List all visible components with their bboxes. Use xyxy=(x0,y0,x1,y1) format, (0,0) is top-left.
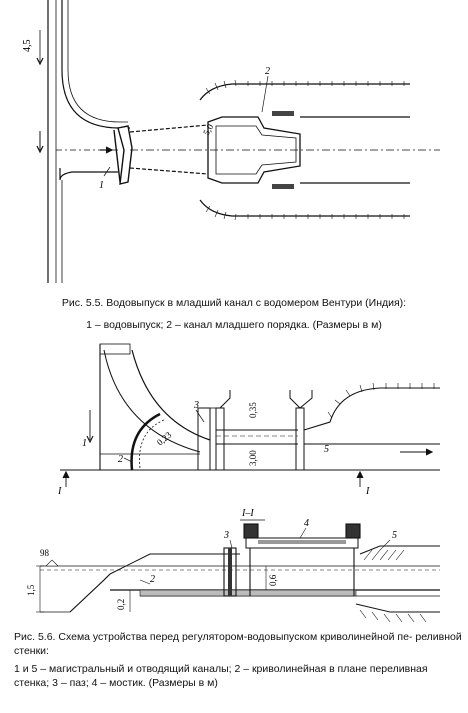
plan-outlet-canal xyxy=(303,387,440,431)
section-mark-right: I xyxy=(365,486,370,495)
fig56-caption-legend: 1 и 5 – магистральный и отводящий каналы… xyxy=(14,663,428,689)
section-title: I–I xyxy=(241,508,254,519)
intake-curve-outer xyxy=(61,0,130,129)
plan-curved-overflow-wall xyxy=(130,412,161,471)
dim-5-0: 5,0 xyxy=(201,122,216,137)
fig55-label-2: 2 xyxy=(265,66,270,77)
fig55-caption-title: Рис. 5.5. Водовыпуск в младший канал с в… xyxy=(61,297,407,309)
dim-0-6: 0,6 xyxy=(268,574,278,586)
plan-label-5: 5 xyxy=(324,444,329,455)
section-label-4: 4 xyxy=(304,518,309,529)
plan-label-3: 3 xyxy=(193,400,199,411)
water-level-98: 98 xyxy=(40,548,50,558)
dim-0-35: 0,35 xyxy=(248,402,258,418)
section-label-2: 2 xyxy=(150,574,155,585)
plan-label-2: 2 xyxy=(118,454,123,465)
dim-0-2: 0,2 xyxy=(116,599,126,610)
figure-5-6-section: I–I 4 3 5 2 98 1,5 0,2 0,6 xyxy=(26,508,440,623)
downstream-canal-top xyxy=(199,83,410,101)
fig55-label-1: 1 xyxy=(99,180,104,191)
dim-1-5: 1,5 xyxy=(26,584,36,596)
figure-5-6-plan: 0,23 0,35 3,00 1 2 3 5 I I xyxy=(57,343,440,495)
figure-5-5-drawing: 4,5 5,0 1 2 xyxy=(22,0,440,283)
plan-curved-wall xyxy=(131,349,211,441)
fig56-caption-title: Рис. 5.6. Схема устройства перед регулят… xyxy=(14,631,462,657)
dim-4-5: 4,5 xyxy=(22,40,33,53)
dim-0-23: 0,23 xyxy=(155,429,174,447)
section-mark-left: I xyxy=(57,486,62,495)
section-label-3: 3 xyxy=(223,530,229,541)
venturi-flume xyxy=(207,116,301,184)
plan-label-1: 1 xyxy=(82,438,87,449)
section-label-5: 5 xyxy=(392,530,397,541)
fig55-caption-legend: 1 – водовыпуск; 2 – канал младшего поряд… xyxy=(86,319,382,331)
dim-3-00: 3,00 xyxy=(248,450,258,466)
intake-structure-1 xyxy=(117,125,133,185)
